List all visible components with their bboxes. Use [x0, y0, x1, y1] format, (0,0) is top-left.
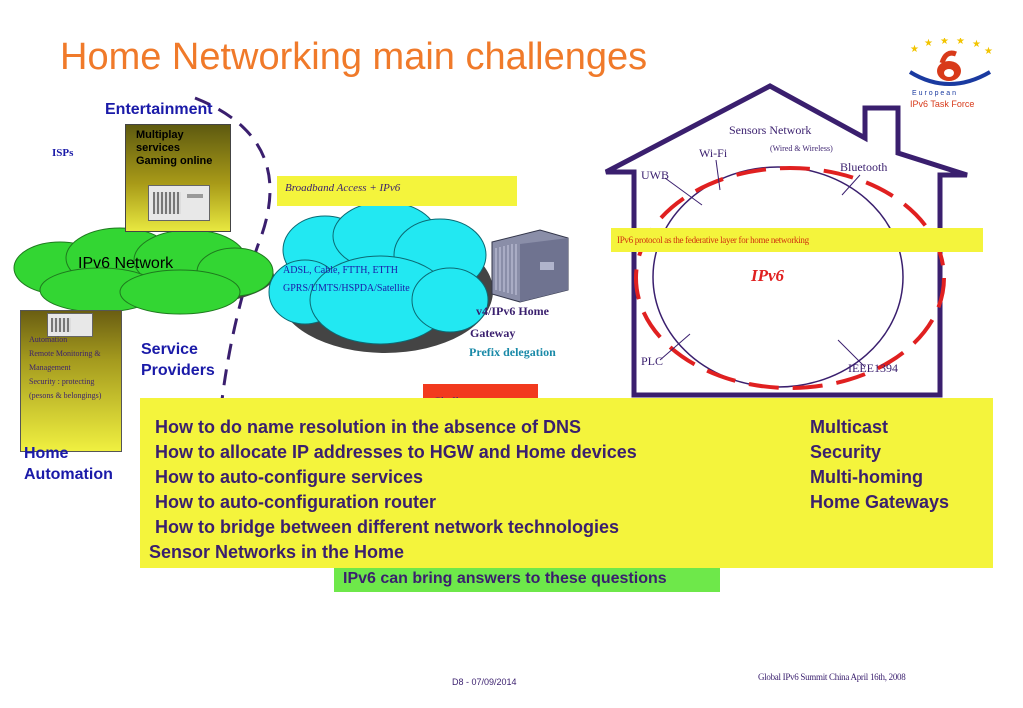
automation-line-3: Management: [29, 363, 71, 372]
ieee1394-label: IEEE1394: [848, 361, 898, 375]
game-console-icon: [148, 185, 210, 221]
home-automation-box: Automation Remote Monitoring & Managemen…: [20, 310, 122, 452]
sensors-sub-label: (Wired & Wireless): [770, 144, 833, 153]
logo-line1: E u r o p e a n: [912, 90, 956, 97]
access-technologies: ADSL, Cable, FTTH, ETTH GPRS/UMTS/HSPDA/…: [283, 262, 410, 298]
logo-line2: IPv6 Task Force: [910, 99, 975, 109]
challenge-item: How to auto-configuration router: [155, 492, 436, 512]
challenge-last-item: Sensor Networks in the Home: [149, 542, 405, 562]
automation-line-1: Automation: [29, 335, 68, 344]
eu-ipv6-taskforce-logo: ★ ★ ★ ★ ★ ★ E u r o p e a n IPv6 Task Fo…: [902, 36, 997, 114]
gateway-line-1: v4/IPv6 Home: [476, 304, 549, 318]
svg-text:★: ★: [984, 46, 993, 57]
federative-layer-box: IPv6 protocol as the federative layer fo…: [611, 228, 983, 252]
logo-graphic-icon: ★ ★ ★ ★ ★ ★: [908, 36, 993, 86]
entertainment-line-2: services: [136, 142, 181, 154]
service-providers-line-2: Providers: [141, 362, 215, 379]
automation-line-4: Security : protecting: [29, 377, 95, 386]
bluetooth-label: Bluetooth: [840, 160, 888, 174]
entertainment-box: Multiplay services Gaming online: [125, 124, 231, 232]
ipv6-home-label: IPv6: [751, 266, 785, 285]
automation-line-2: Remote Monitoring &: [29, 349, 101, 358]
prefix-delegation-label: Prefix delegation: [469, 345, 556, 359]
page-title: Home Networking main challenges: [60, 36, 648, 78]
access-line-1: ADSL, Cable, FTTH, ETTH: [283, 265, 398, 276]
uwb-label: UWB: [641, 168, 669, 182]
isps-label: ISPs: [52, 147, 74, 159]
plc-label: PLC: [641, 354, 664, 368]
sensors-network-label: Sensors Network: [729, 123, 812, 137]
challenge-item: How to allocate IP addresses to HGW and …: [155, 442, 637, 462]
challenge-item: How to do name resolution in the absence…: [155, 417, 582, 437]
svg-text:★: ★: [910, 44, 919, 55]
service-providers-line-1: Service: [141, 341, 198, 358]
automation-line-5: (pesons & belongings): [29, 391, 102, 400]
home-automation-label: Home Automation: [24, 443, 113, 485]
home-gateway-device: [491, 229, 569, 303]
federative-layer-ellipse: [634, 166, 946, 390]
access-line-2: GPRS/UMTS/HSPDA/Satellite: [283, 283, 410, 294]
service-providers-label: Service Providers: [141, 339, 215, 381]
challenge-topic: Multicast: [810, 417, 889, 437]
svg-text:★: ★: [940, 38, 949, 47]
challenge-topic: Multi-homing: [810, 467, 923, 487]
entertainment-line-1: Multiplay: [136, 129, 184, 141]
challenge-topic: Home Gateways: [810, 492, 950, 512]
svg-text:★: ★: [924, 38, 933, 49]
gateway-line-2: Gateway: [470, 326, 516, 340]
home-automation-line-1: Home: [24, 445, 69, 462]
svg-text:★: ★: [972, 39, 981, 50]
home-automation-line-2: Automation: [24, 466, 113, 483]
ipv6-network-label: IPv6 Network: [78, 255, 174, 272]
footer-date: D8 - 07/09/2014: [452, 677, 517, 687]
broadband-box: Broadband Access + IPv6: [277, 176, 517, 206]
gateway-label: v4/IPv6 Home Gateway: [470, 300, 549, 344]
entertainment-line-3: Gaming online: [136, 155, 213, 167]
challenge-topic: Security: [810, 442, 882, 462]
footer-event: Global IPv6 Summit China April 16th, 200…: [758, 672, 906, 682]
challenge-item: How to bridge between different network …: [155, 517, 620, 537]
svg-text:★: ★: [956, 38, 965, 47]
automation-device-icon: [47, 313, 93, 337]
challenge-item: How to auto-configure services: [155, 467, 424, 487]
provider-boundary-arc: [194, 96, 272, 401]
challenges-box: How to do name resolution in the absence…: [140, 398, 993, 568]
entertainment-label: Entertainment: [105, 101, 213, 118]
answer-box: IPv6 can bring answers to these question…: [334, 568, 720, 592]
wifi-label: Wi-Fi: [699, 146, 728, 160]
